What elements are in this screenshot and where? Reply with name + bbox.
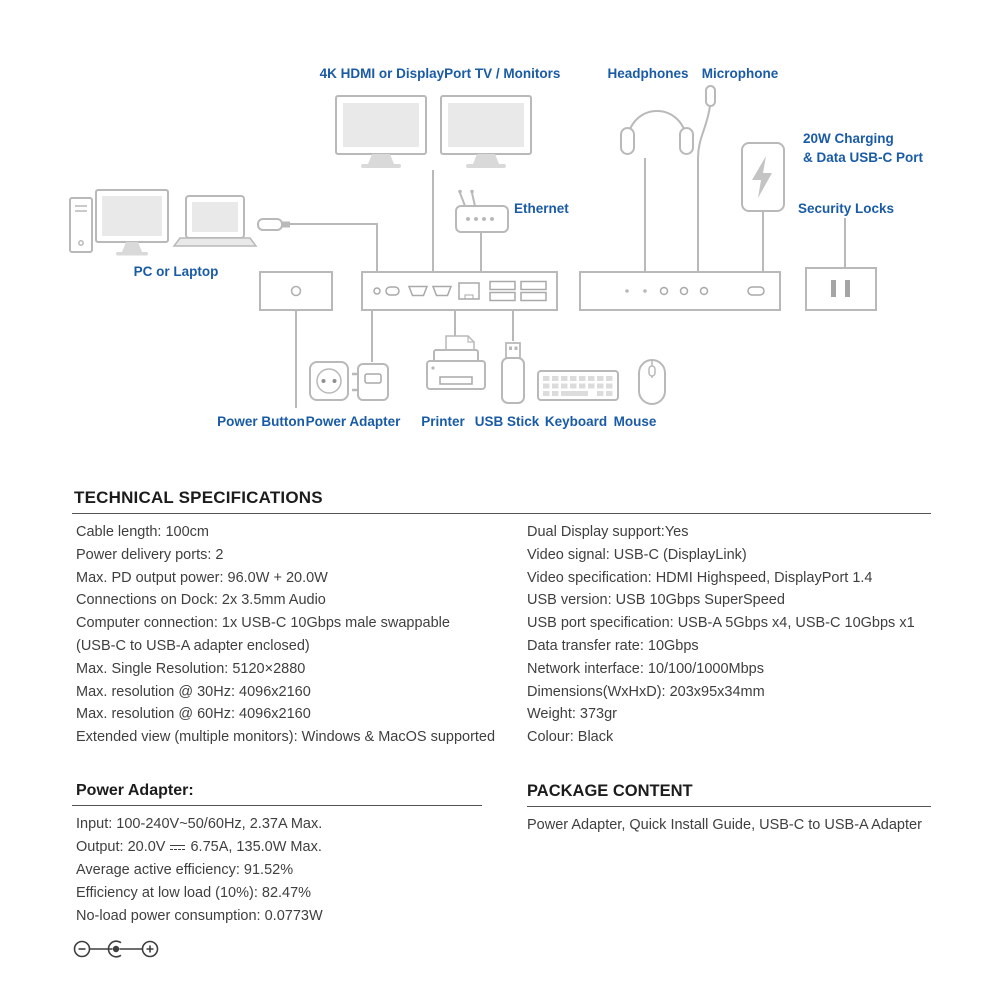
keyboard-icon (537, 370, 619, 401)
section-divider (72, 513, 931, 514)
label-charging-port: 20W Charging & Data USB-C Port (803, 129, 923, 167)
power-spec-line: Efficiency at low load (10%): 82.47% (76, 885, 312, 901)
label-usb-stick: USB Stick (474, 414, 540, 429)
power-output-prefix: Output: 20.0V (76, 839, 166, 855)
desktop-monitor-icon (95, 189, 169, 256)
security-locks-icon (805, 267, 877, 311)
power-spec-line: Average active efficiency: 91.52% (76, 862, 294, 878)
spec-line: Colour: Black (527, 729, 614, 746)
usb-stick-icon (501, 342, 525, 404)
spec-column-right: Dual Display support:Yes Video signal: U… (527, 521, 931, 749)
package-content-text: Power Adapter, Quick Install Guide, USB-… (527, 817, 922, 833)
mouse-icon (638, 359, 666, 405)
spec-line: Video signal: USB-C (DisplayLink) (527, 546, 747, 563)
technical-specifications-title: TECHNICAL SPECIFICATIONS (74, 488, 323, 507)
connection-lines (290, 158, 846, 408)
spec-line: Extended view (multiple monitors): Windo… (76, 729, 496, 746)
label-mouse: Mouse (613, 414, 657, 429)
spec-line: Max. PD output power: 96.0W + 20.0W (76, 569, 328, 586)
dock-rear-icon (361, 271, 558, 311)
charging-phone-icon (741, 142, 785, 212)
spec-line: Cable length: 100cm (76, 524, 209, 540)
power-adapter-section: Power Adapter: Input: 100-240V~50/60Hz, … (72, 782, 482, 967)
diagram-canvas (69, 85, 877, 408)
power-adapter-icon (352, 363, 389, 401)
connection-diagram: 4K HDMI or DisplayPort TV / Monitors Hea… (0, 0, 1000, 470)
label-headphones: Headphones (607, 66, 689, 81)
spec-line: Max. Single Resolution: 5120×2880 (76, 660, 306, 677)
power-adapter-title: Power Adapter: (76, 782, 194, 799)
label-power-button: Power Button (217, 414, 305, 429)
label-monitors: 4K HDMI or DisplayPort TV / Monitors (319, 66, 561, 81)
label-ethernet: Ethernet (514, 201, 569, 216)
section-divider (527, 806, 931, 807)
label-microphone: Microphone (701, 66, 779, 81)
spec-line: Max. resolution @ 60Hz: 4096x2160 (76, 706, 311, 723)
label-pc-laptop: PC or Laptop (133, 264, 219, 279)
spec-line: Weight: 373gr (527, 706, 618, 723)
headphones-icon (620, 110, 694, 155)
power-spec-line: No-load power consumption: 0.0773W (76, 908, 323, 924)
dock-front-power-icon (259, 271, 333, 311)
spec-line: Video specification: HDMI Highspeed, Dis… (527, 569, 873, 586)
polarity-icon (73, 940, 159, 958)
technical-specifications-section: TECHNICAL SPECIFICATIONS Cable length: 1… (72, 488, 931, 749)
spec-line: Dimensions(WxHxD): 203x95x34mm (527, 683, 765, 700)
router-icon (455, 189, 509, 233)
dc-symbol-icon (170, 845, 186, 850)
wall-socket-icon (309, 361, 349, 401)
spec-line: USB version: USB 10Gbps SuperSpeed (527, 592, 785, 609)
label-charging-line2: & Data USB-C Port (803, 150, 924, 165)
label-keyboard: Keyboard (544, 414, 608, 429)
dock-front-audio-icon (579, 271, 781, 311)
microphone-icon (697, 85, 716, 272)
spec-line: Max. resolution @ 30Hz: 4096x2160 (76, 683, 311, 700)
power-output-suffix: 6.75A, 135.0W Max. (190, 839, 322, 855)
usb-cable-connector-icon (257, 218, 290, 231)
spec-line: Power delivery ports: 2 (76, 546, 224, 563)
spec-line: Dual Display support:Yes (527, 524, 689, 540)
label-printer: Printer (421, 414, 465, 429)
spec-line: Computer connection: 1x USB-C 10Gbps mal… (76, 615, 450, 632)
spec-column-left: Cable length: 100cm Power delivery ports… (72, 521, 527, 749)
spec-line: (USB-C to USB-A adapter enclosed) (76, 637, 310, 654)
laptop-icon (172, 195, 258, 247)
power-input-line: Input: 100-240V~50/60Hz, 2.37A Max. (76, 816, 323, 832)
monitor-right-icon (440, 95, 532, 168)
package-content-title: PACKAGE CONTENT (527, 782, 693, 800)
spec-line: Connections on Dock: 2x 3.5mm Audio (76, 592, 326, 609)
label-security-locks: Security Locks (797, 201, 895, 216)
label-charging-line1: 20W Charging (803, 131, 894, 146)
label-power-adapter: Power Adapter (305, 414, 401, 429)
spec-line: USB port specification: USB-A 5Gbps x4, … (527, 615, 915, 632)
power-output-line: Output: 20.0V 6.75A, 135.0W Max. (72, 836, 482, 859)
printer-icon (426, 335, 486, 390)
spec-columns: Cable length: 100cm Power delivery ports… (72, 521, 931, 749)
monitor-left-icon (335, 95, 427, 168)
spec-line: Network interface: 10/100/1000Mbps (527, 660, 764, 677)
package-content-section: PACKAGE CONTENT Power Adapter, Quick Ins… (527, 782, 931, 836)
spec-line: Data transfer rate: 10Gbps (527, 637, 699, 654)
section-divider (72, 805, 482, 806)
pc-tower-icon (69, 197, 93, 253)
